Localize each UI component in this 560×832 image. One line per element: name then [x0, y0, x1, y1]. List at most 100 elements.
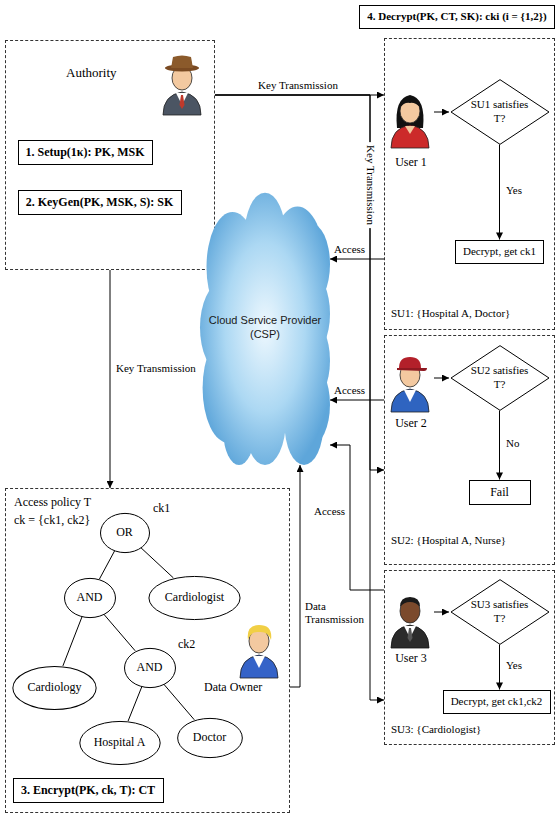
icon-visor	[397, 368, 427, 371]
connector	[128, 687, 142, 721]
ellipse-outline	[64, 578, 115, 617]
icon-body	[391, 125, 429, 148]
diamond-outline	[451, 345, 549, 410]
connector	[290, 465, 300, 687]
process-box: 2. KeyGen(PK, MSK, S): SK	[18, 190, 182, 215]
edge-label: Data Transmission	[305, 600, 367, 626]
actor-panel: Access policy Tck = {ck1, ck2}Data Owner…	[5, 488, 290, 813]
flow-arrow	[434, 612, 449, 613]
icon-collar	[253, 656, 265, 668]
actor-panel: User 1 SU1: {Hospital A, Doctor} SU1 satis…	[384, 38, 555, 330]
node-label: SU2 satisfies T?	[469, 364, 531, 390]
decision-diamond: SU3 satisfies T?	[450, 579, 550, 645]
ellipse-outline	[100, 513, 149, 552]
process-box: Decrypt, get ck1	[455, 240, 544, 264]
edge-label: Key Transmission	[116, 362, 196, 375]
panel-text: SU3: {Cardiologist}	[391, 723, 481, 736]
cloud-puff	[223, 399, 254, 465]
icon-body	[240, 655, 278, 678]
cloud-puff	[200, 284, 242, 372]
authority-icon	[163, 56, 201, 116]
decision-diamond: SU2 satisfies T?	[450, 345, 550, 411]
process-box: Fail	[469, 480, 531, 505]
panel-text: SU1: {Hospital A, Doctor}	[391, 307, 510, 320]
connector	[110, 270, 111, 488]
user-icon	[391, 95, 429, 148]
node-label: AND	[77, 590, 103, 604]
node-label: 3. Encrypt(PK, ck, T): CT	[21, 783, 155, 797]
icon-neck	[405, 126, 415, 134]
policy-node: AND	[124, 648, 176, 688]
icon-body	[391, 625, 429, 648]
ellipse-outline	[177, 718, 242, 757]
flow-arrow	[434, 112, 449, 113]
panel-text: SU2: {Hospital A, Nurse}	[391, 534, 506, 547]
edge-label: Key Transmission	[363, 142, 376, 228]
connector	[330, 259, 384, 260]
process-box: 1. Setup(1κ): PK, MSK	[18, 140, 153, 165]
key-label: ck1	[153, 501, 170, 515]
diamond-outline	[451, 79, 549, 144]
node-label: Doctor	[193, 730, 226, 744]
edge-label: No	[506, 437, 519, 450]
edge-label: Yes	[506, 184, 522, 197]
panel-text: User 3	[387, 651, 435, 665]
connector	[63, 617, 82, 666]
connector	[99, 551, 114, 579]
panel-text: Data Owner	[204, 680, 262, 694]
icon-hat	[171, 56, 193, 69]
key-label: ck2	[178, 637, 195, 651]
node-label: AND	[137, 660, 163, 674]
node-label: Cloud Service Provider (CSP)	[205, 314, 325, 340]
icon-bangs	[400, 97, 421, 108]
policy-node: Hospital A	[79, 721, 161, 765]
process-box: 3. Encrypt(PK, ck, T): CT	[13, 778, 164, 803]
node-label: Decrypt, get ck1	[463, 245, 536, 258]
icon-tie	[180, 95, 185, 109]
policy-node: Doctor	[177, 718, 243, 758]
actor-panel: Authority 1. Setup(1κ): PK, MSK 2. KeyGen(…	[5, 40, 215, 270]
ellipse-outline	[124, 648, 175, 687]
node-label: OR	[116, 525, 133, 539]
actor-panel: User 2 SU2: {Hospital A, Nurse} SU2 satisf…	[384, 335, 555, 565]
icon-hair	[248, 625, 272, 640]
panel-text: Authority	[66, 65, 117, 81]
panel-text: Access policy T	[14, 495, 91, 509]
connector	[104, 614, 135, 651]
node-label: SU1 satisfies T?	[469, 98, 531, 124]
connector	[330, 400, 384, 401]
node-label: Decrypt, get ck1,ck2	[451, 695, 543, 708]
ellipse-outline	[13, 666, 96, 709]
node-label: Cardiology	[28, 680, 82, 694]
flow-arrow	[434, 378, 449, 379]
edge-label: Access	[314, 505, 345, 518]
connector	[499, 645, 500, 690]
edge-label: Access	[334, 243, 365, 256]
ellipse-outline	[79, 721, 159, 764]
panel-text: User 1	[387, 155, 435, 169]
panel-text: User 2	[387, 416, 435, 430]
edge-label: Yes	[506, 659, 522, 672]
icon-cap	[399, 357, 421, 368]
user-icon	[391, 357, 429, 412]
connector	[499, 411, 500, 480]
node-label: Hospital A	[94, 735, 146, 749]
cloud-puff	[285, 383, 324, 466]
icon-hair	[400, 597, 420, 607]
connector	[330, 445, 384, 590]
process-box: Decrypt, get ck1,ck2	[443, 690, 551, 714]
icon-body	[391, 389, 429, 412]
policy-node: AND	[64, 578, 116, 618]
edge-label: Key Transmission	[258, 79, 338, 92]
policy-node: OR	[100, 513, 150, 553]
node-label: 4. Decrypt(PK, CT, SK): cki (i = {1,2})	[367, 10, 546, 23]
process-box: 4. Decrypt(PK, CT, SK): cki (i = {1,2})	[359, 5, 555, 29]
actor-panel: User 3 SU3: {Cardiologist} SU3 satisfies T…	[384, 570, 555, 745]
node-label: 2. KeyGen(PK, MSK, S): SK	[26, 195, 174, 209]
icon-collar	[404, 390, 416, 402]
node-label: SU3 satisfies T?	[469, 598, 531, 624]
node-label: 1. Setup(1κ): PK, MSK	[26, 145, 145, 159]
edge-label: Access	[334, 384, 365, 397]
connector	[499, 145, 500, 240]
